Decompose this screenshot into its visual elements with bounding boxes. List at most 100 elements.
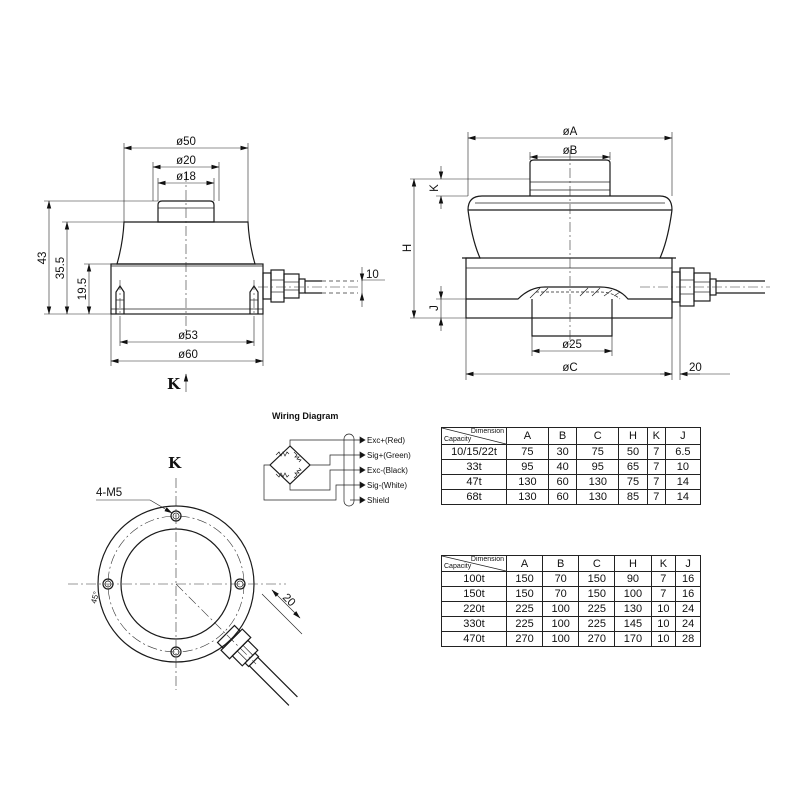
capacity-cell: 10/15/22t — [441, 444, 507, 460]
cell-j: 14 — [664, 474, 702, 490]
lead-sig-minus: Sig-(White) — [367, 481, 407, 490]
lead-exc-plus: Exc+(Red) — [367, 436, 405, 445]
dim-K: K — [429, 166, 530, 209]
cell-j: 10 — [664, 459, 702, 475]
cell-h: 90 — [614, 571, 652, 587]
dim-phi50-label: ø50 — [176, 136, 196, 148]
dim-phi25-label: ø25 — [562, 339, 582, 351]
view-arrow-k-label: K — [167, 375, 181, 393]
cell-j: 24 — [675, 616, 701, 632]
cell-a: 270 — [505, 631, 544, 647]
cell-b: 40 — [547, 459, 578, 475]
cell-a: 150 — [505, 571, 544, 587]
col-header: B — [547, 427, 578, 445]
lead-exc-minus: Exc-(Black) — [367, 466, 408, 475]
front-view: ø50 ø20 ø18 43 35.5 19.5 — [37, 136, 385, 393]
bolt-hole-left — [115, 280, 125, 318]
dim-43: 43 — [37, 200, 158, 315]
capacity-cell: 68t — [441, 489, 507, 505]
cell-a: 225 — [505, 616, 544, 632]
table-row: 10/15/22t 75 30 75 50 7 6.5 — [441, 444, 702, 460]
cell-a: 150 — [505, 586, 544, 602]
cell-h: 75 — [618, 474, 648, 490]
cell-j: 16 — [675, 586, 701, 602]
dim-J-label: J — [429, 305, 441, 311]
cell-c: 130 — [576, 474, 620, 490]
wiring-diagram: Wiring Diagram Exc+(Red) Sig+(Green) Exc… — [263, 411, 411, 507]
cell-j: 28 — [675, 631, 701, 647]
dim-10-label: 10 — [366, 269, 379, 281]
dim-phiB-label: øB — [563, 145, 578, 157]
angle-label: 45° — [89, 590, 101, 604]
cell-h: 130 — [614, 601, 652, 617]
dim-H-label: H — [402, 244, 414, 252]
dim-43-label: 43 — [37, 252, 49, 265]
cell-c: 95 — [576, 459, 620, 475]
cell-c: 75 — [576, 444, 620, 460]
corner-capacity: Capacity — [444, 436, 472, 443]
cell-a: 75 — [506, 444, 549, 460]
dim-phi60-label: ø60 — [178, 349, 198, 361]
cell-h: 145 — [614, 616, 652, 632]
mount-hole-3 — [170, 646, 182, 658]
corner-capacity: Capacity — [444, 563, 472, 570]
table-header-row: Dimension Capacity A B C H K J — [441, 555, 701, 572]
cell-c: 150 — [578, 586, 616, 602]
cell-h: 85 — [618, 489, 648, 505]
wiring-title: Wiring Diagram — [272, 411, 338, 421]
dim-phi18: ø18 — [157, 171, 215, 201]
cell-c: 270 — [578, 631, 616, 647]
dim-phi50: ø50 — [123, 136, 249, 222]
lead-shield: Shield — [367, 496, 389, 505]
dim-bottom-20-label: 20 — [280, 592, 298, 610]
cell-b: 30 — [547, 444, 578, 460]
cell-j: 16 — [675, 571, 701, 587]
cell-k: 7 — [650, 571, 677, 587]
cell-h: 100 — [614, 586, 652, 602]
cell-a: 225 — [505, 601, 544, 617]
dim-phiC: øC — [465, 318, 673, 380]
col-header: C — [576, 427, 620, 445]
dim-phi20: ø20 — [152, 155, 220, 201]
cell-h: 170 — [614, 631, 652, 647]
cell-c: 225 — [578, 616, 616, 632]
table-row: 330t 225 100 225 145 10 24 — [441, 616, 701, 632]
lead-sig-plus: Sig+(Green) — [367, 451, 411, 460]
mount-hole-2 — [234, 578, 246, 590]
dim-J: J — [429, 286, 466, 331]
col-header: A — [505, 555, 544, 572]
col-header: K — [650, 555, 677, 572]
dim-19-5: 19.5 — [77, 263, 111, 315]
cell-b: 100 — [542, 601, 580, 617]
cell-b: 100 — [542, 616, 580, 632]
cell-j: 14 — [664, 489, 702, 505]
cell-b: 60 — [547, 489, 578, 505]
holes-label: 4-M5 — [96, 487, 122, 499]
capacity-cell: 100t — [441, 571, 507, 587]
bottom-cable-gland — [216, 624, 298, 706]
dim-H: H — [402, 178, 466, 319]
dim-phiA-label: øA — [563, 126, 578, 138]
capacity-cell: 47t — [441, 474, 507, 490]
cell-b: 60 — [547, 474, 578, 490]
dim-side-20-label: 20 — [689, 362, 702, 374]
cell-k: 7 — [646, 474, 666, 490]
dim-phiA: øA — [467, 126, 673, 196]
table-row: 150t 150 70 150 100 7 16 — [441, 586, 701, 602]
dim-K-label: K — [429, 184, 441, 192]
dimension-table-2: Dimension Capacity A B C H K J 100t 150 … — [441, 555, 701, 647]
cell-c: 225 — [578, 601, 616, 617]
col-header: H — [618, 427, 648, 445]
cell-c: 150 — [578, 571, 616, 587]
dim-phi53-label: ø53 — [178, 330, 198, 342]
dim-35-5: 35.5 — [55, 221, 124, 315]
table-row: 220t 225 100 225 130 10 24 — [441, 601, 701, 617]
col-header: J — [675, 555, 701, 572]
col-header: A — [506, 427, 549, 445]
cell-b: 70 — [542, 586, 580, 602]
table-row: 68t 130 60 130 85 7 14 — [441, 489, 702, 505]
capacity-cell: 150t — [441, 586, 507, 602]
cell-k: 10 — [650, 601, 677, 617]
view-arrow-k: K — [167, 373, 189, 393]
cell-k: 7 — [646, 459, 666, 475]
